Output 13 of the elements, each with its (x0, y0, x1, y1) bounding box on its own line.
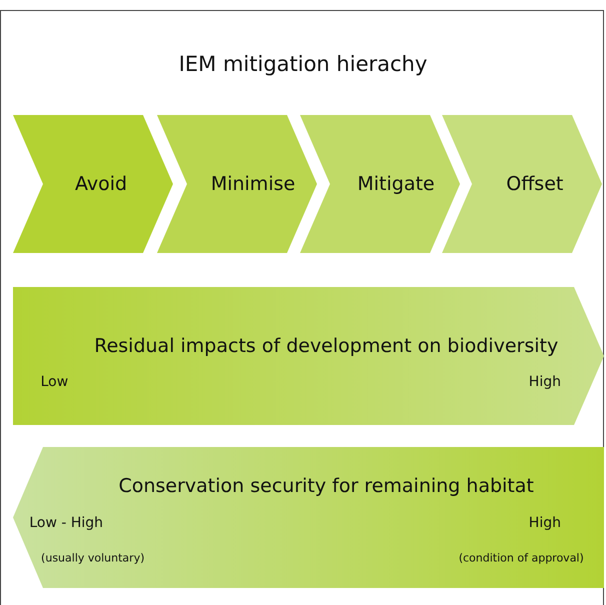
step-label: Avoid (74, 173, 128, 195)
step-label: Offset (506, 173, 564, 195)
scale-label: High (528, 374, 561, 390)
step-label: Minimise (210, 173, 296, 195)
scale-note: (usually voluntary) (41, 552, 144, 565)
scale-label: Low (40, 374, 68, 390)
diagram-title: IEM mitigation hierachy (178, 52, 428, 76)
scale-label: High (528, 515, 561, 532)
band-heading: Residual impacts of development on biodiversity (94, 335, 558, 358)
step-label: Mitigate (357, 173, 435, 195)
scale-note: (condition of approval) (458, 552, 584, 565)
scale-label: Low - High (29, 515, 104, 532)
band-heading: Conservation security for remaining habitat (118, 475, 534, 498)
